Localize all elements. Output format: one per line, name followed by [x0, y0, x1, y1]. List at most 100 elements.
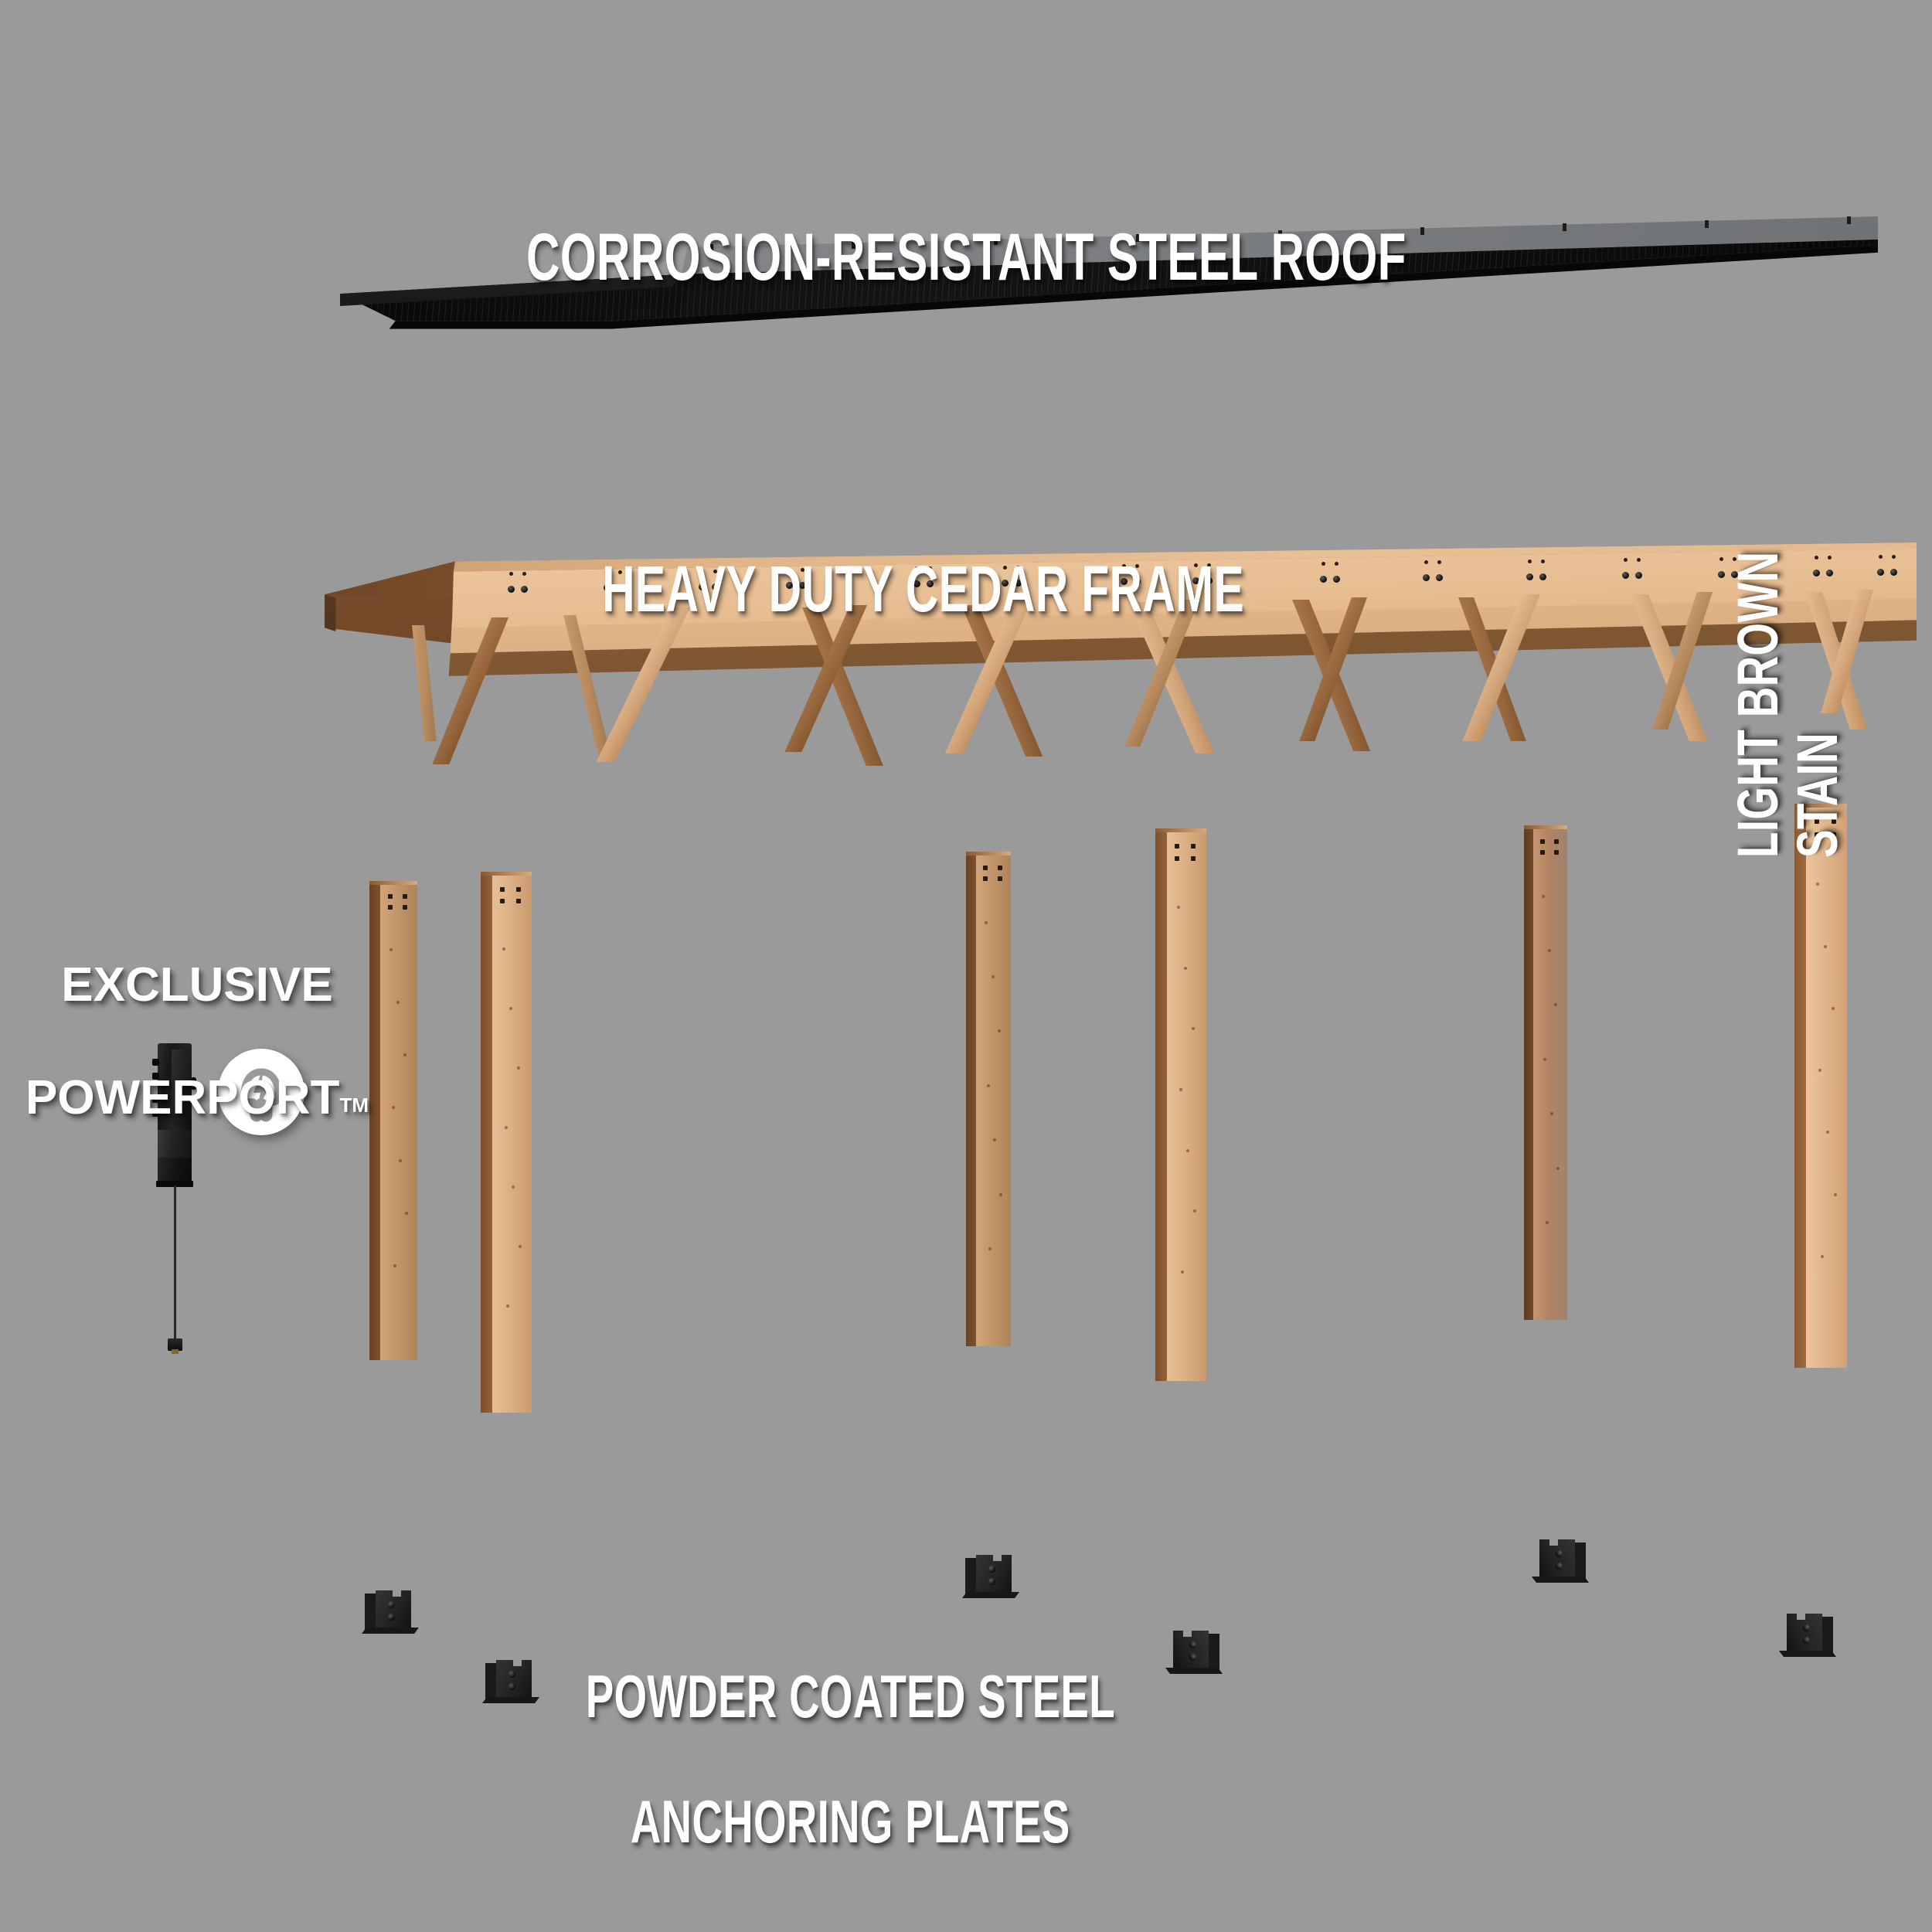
- frame-pilot-hole: [713, 569, 718, 573]
- frame-bolt: [507, 585, 515, 593]
- anchor-bolt: [988, 1578, 995, 1585]
- frame-bolt: [1889, 569, 1897, 577]
- post-top-cap: [369, 881, 417, 885]
- frame-pilot-hole: [928, 566, 933, 571]
- frame-diagonal-brace: [412, 624, 437, 741]
- powerport-mid-section: [158, 1130, 192, 1159]
- post-wood-knot: [516, 1066, 520, 1070]
- roof-rib: [1420, 226, 1424, 235]
- post-wood-knot: [985, 920, 988, 924]
- anchor-bolt: [509, 1671, 515, 1678]
- post-side-face: [966, 852, 976, 1346]
- post-top-cap: [481, 872, 532, 876]
- post-mounting-hole: [1814, 819, 1819, 825]
- post-wood-knot: [997, 1029, 1001, 1033]
- frame-left-end-cap: [325, 594, 336, 632]
- post-mounting-hole: [1554, 850, 1560, 855]
- frame-pilot-hole: [1719, 556, 1723, 561]
- frame-bolt: [603, 584, 611, 592]
- powerport-outlet-slot: [152, 1059, 159, 1066]
- post-wood-knot: [403, 1053, 406, 1057]
- powerport-outlet-slot: [152, 1096, 159, 1103]
- frame-bolt: [712, 583, 719, 590]
- post-wood-knot: [1184, 966, 1188, 970]
- frame-pilot-hole: [1541, 559, 1546, 563]
- post-front-face: [1533, 825, 1567, 1320]
- post-mounting-hole: [983, 876, 988, 881]
- post-mounting-hole: [997, 865, 1002, 870]
- frame-pilot-hole: [801, 568, 805, 573]
- anchor-top-notch: [513, 1660, 522, 1666]
- frame-bolt: [1332, 576, 1340, 583]
- anchor-base-flange: [482, 1697, 539, 1703]
- powerport-cord-plug: [168, 1338, 182, 1351]
- anchor-top-notch: [393, 1590, 401, 1597]
- frame-pilot-hole: [1334, 562, 1338, 566]
- post-wood-knot: [1825, 1131, 1829, 1134]
- post-wood-knot: [502, 947, 505, 951]
- post-wood-knot: [398, 1158, 402, 1162]
- anchor-bolt: [1556, 1550, 1563, 1557]
- steel-roof-panel: [340, 216, 1878, 417]
- post-mounting-hole: [500, 899, 505, 903]
- anchor-bracket-body: [376, 1590, 411, 1631]
- label-anchoring-line1: POWDER COATED STEEL: [585, 1662, 1115, 1731]
- powerport-power-cord: [174, 1185, 176, 1340]
- frame-bolt: [927, 580, 934, 588]
- anchor-plate: [962, 1555, 1019, 1603]
- post-mounting-hole: [1554, 838, 1560, 844]
- label-powerport-trademark: TM: [339, 1094, 369, 1117]
- post-front-face: [492, 872, 532, 1413]
- frame-bolt: [1436, 574, 1444, 582]
- powerport-lower-section: [158, 1158, 192, 1184]
- cedar-post: [369, 881, 417, 1360]
- frame-pilot-hole: [700, 569, 705, 573]
- frame-bolt: [1813, 570, 1821, 577]
- frame-pilot-hole: [1002, 566, 1007, 570]
- anchor-bracket-body: [496, 1660, 532, 1700]
- post-mounting-hole: [983, 865, 988, 870]
- frame-pilot-hole: [617, 570, 622, 575]
- frame-bolt: [1526, 573, 1534, 580]
- post-wood-knot: [389, 947, 393, 951]
- post-mounting-hole: [516, 886, 522, 892]
- post-wood-knot: [1193, 1209, 1197, 1213]
- powerport-side-button: [191, 1077, 196, 1090]
- post-wood-knot: [1824, 944, 1828, 948]
- label-powerport-line2-wrap: POWERPORTTM: [23, 1070, 371, 1126]
- post-front-face: [1806, 804, 1847, 1368]
- post-side-face: [369, 881, 380, 1360]
- post-top-cap: [966, 852, 1011, 855]
- post-top-cap: [1794, 804, 1847, 808]
- post-wood-knot: [405, 1211, 409, 1215]
- frame-pilot-hole: [1321, 562, 1325, 566]
- frame-bolt: [1001, 580, 1009, 587]
- frame-bolt: [1014, 580, 1022, 587]
- label-powerport-line1: EXCLUSIVE: [61, 958, 333, 1012]
- post-side-face: [1794, 804, 1806, 1368]
- cedar-post: [966, 852, 1011, 1346]
- cedar-post: [1524, 825, 1567, 1320]
- frame-pilot-hole: [509, 571, 513, 576]
- frame-pilot-hole: [915, 566, 920, 571]
- roof-rib: [1135, 233, 1140, 242]
- frame-bolt: [1134, 578, 1141, 586]
- frame-pilot-hole: [1891, 555, 1896, 560]
- frame-pilot-hole: [1437, 560, 1442, 565]
- anchor-base-flange: [362, 1628, 419, 1634]
- post-mounting-hole: [1175, 844, 1180, 849]
- anchor-bolt: [388, 1614, 395, 1621]
- label-anchoring-plates: POWDER COATED STEEL ANCHORING PLATES: [433, 1603, 1267, 1917]
- label-steel-roof: CORROSION-RESISTANT STEEL ROOF: [0, 155, 1932, 293]
- frame-bolt: [520, 585, 528, 593]
- post-wood-knot: [506, 1304, 510, 1308]
- post-wood-knot: [396, 1001, 400, 1004]
- post-wood-knot: [1179, 1088, 1182, 1092]
- post-mounting-hole: [387, 894, 393, 900]
- roof-rib: [993, 237, 998, 246]
- powerport-outlet-slot: [152, 1110, 159, 1117]
- frame-bolt: [913, 580, 921, 588]
- post-mounting-hole: [1540, 838, 1546, 844]
- post-top-cap: [1524, 825, 1567, 829]
- post-wood-knot: [511, 1185, 515, 1189]
